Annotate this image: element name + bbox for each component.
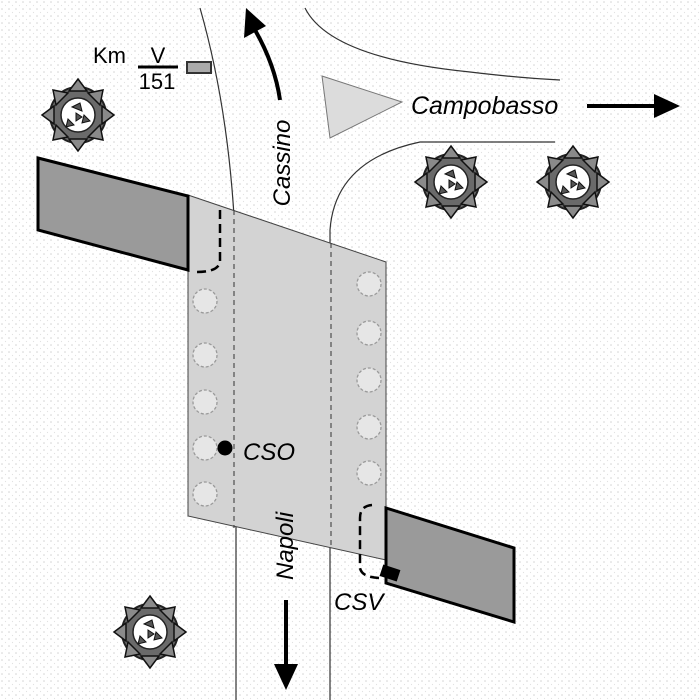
direction-arrow-icon bbox=[253, 29, 282, 101]
building-west bbox=[36, 156, 190, 272]
road-code-label: V bbox=[151, 43, 166, 68]
bollard bbox=[192, 481, 218, 507]
tree-icon bbox=[414, 145, 488, 219]
bollard bbox=[356, 414, 382, 440]
arrowhead-east bbox=[654, 94, 680, 118]
north-destination-label: Cassino bbox=[269, 120, 296, 207]
bollard bbox=[192, 389, 218, 415]
km-marker-sign bbox=[186, 61, 212, 74]
station-dot-icon bbox=[379, 564, 401, 582]
road-edge-south-east bbox=[329, 141, 555, 700]
bollard bbox=[192, 288, 218, 314]
bollards bbox=[192, 271, 382, 507]
tree-icon bbox=[41, 78, 115, 152]
cso-label: CSO bbox=[243, 439, 295, 466]
dashed-path-east bbox=[358, 503, 383, 580]
arrowheads bbox=[244, 8, 680, 690]
dashed-path-west bbox=[196, 210, 222, 274]
lane-lines bbox=[233, 210, 332, 548]
bollard bbox=[192, 435, 218, 461]
tree-icon bbox=[536, 145, 610, 219]
bollard bbox=[356, 367, 382, 393]
south-destination-label: Napoli bbox=[272, 511, 299, 580]
bollard bbox=[356, 271, 382, 297]
arrows bbox=[253, 29, 660, 672]
bollard bbox=[356, 460, 382, 486]
traffic-island bbox=[321, 75, 404, 139]
tree-icon bbox=[113, 595, 187, 669]
bollard bbox=[192, 342, 218, 368]
km-value-label: 151 bbox=[139, 69, 176, 94]
building-east bbox=[384, 505, 516, 625]
arrowhead-north bbox=[244, 8, 266, 38]
csv-label: CSV bbox=[334, 589, 385, 616]
arrowhead-south bbox=[274, 664, 298, 690]
station-dot-icon bbox=[217, 440, 233, 456]
km-prefix-label: Km bbox=[93, 43, 126, 68]
east-destination-label: Campobasso bbox=[411, 92, 558, 120]
road-edge-north-east bbox=[304, 7, 561, 81]
bollard bbox=[356, 320, 382, 346]
